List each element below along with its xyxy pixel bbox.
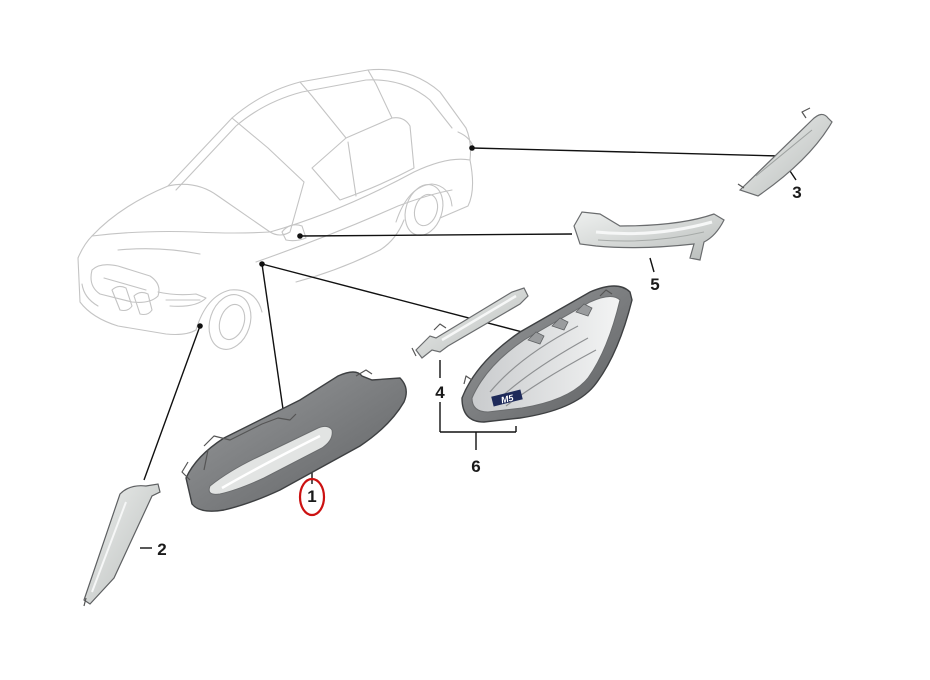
callout-1-highlight-ring bbox=[298, 477, 326, 517]
callout-3[interactable]: 3 bbox=[792, 183, 801, 202]
part-2-vertical-trim[interactable] bbox=[83, 483, 161, 607]
leader-dots bbox=[197, 145, 475, 329]
badge-text: M5 bbox=[500, 392, 516, 405]
callout-5[interactable]: 5 bbox=[650, 275, 659, 294]
m5-badge: M5 bbox=[491, 389, 523, 407]
part-5-trim-arc[interactable] bbox=[573, 211, 725, 261]
callout-4[interactable]: 4 bbox=[435, 383, 445, 402]
car-outline bbox=[77, 68, 475, 350]
part-1-side-vent[interactable] bbox=[181, 369, 407, 512]
part-6-fender-gill[interactable]: M5 bbox=[461, 285, 633, 423]
callout-2[interactable]: 2 bbox=[157, 540, 166, 559]
part-3-trim-strip[interactable] bbox=[737, 107, 833, 197]
part-4-light-strip[interactable] bbox=[411, 287, 529, 359]
callout-1[interactable]: 1 bbox=[307, 487, 316, 506]
callout-6[interactable]: 6 bbox=[471, 457, 480, 476]
